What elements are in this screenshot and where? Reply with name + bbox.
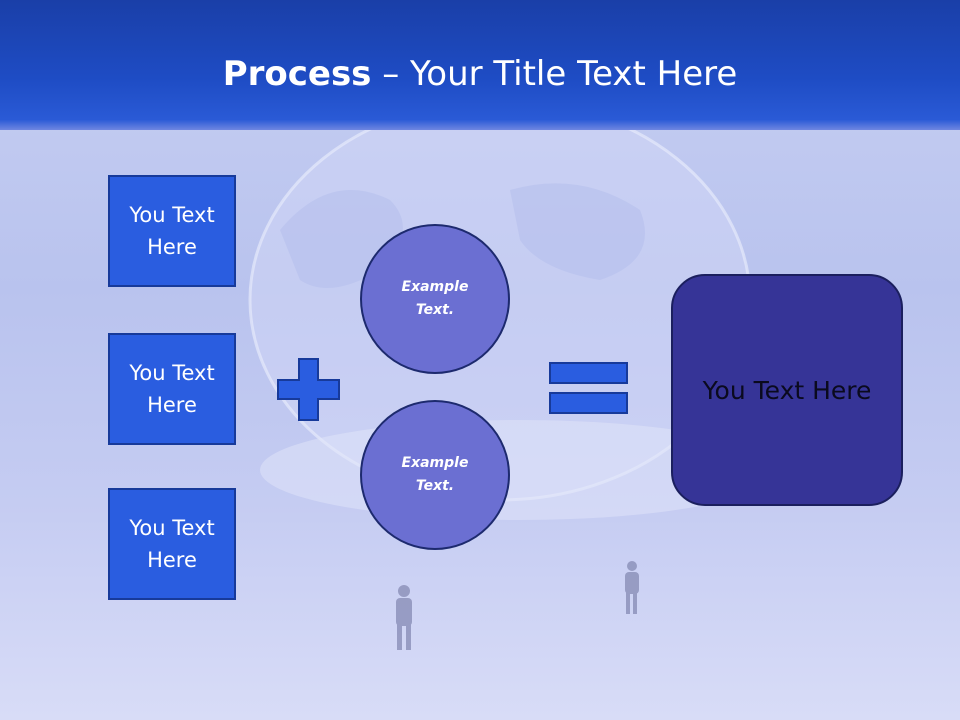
circle-text-line2: Text.: [415, 478, 455, 494]
result-label: You Text Here: [702, 375, 872, 405]
circle-text-line1: Example: [401, 279, 469, 295]
equals-icon: [549, 362, 628, 414]
input-box-label: You Text Here: [129, 361, 215, 417]
title-bold-part: Process: [222, 54, 372, 94]
input-box-label: You Text Here: [129, 203, 215, 259]
slide-title: Process – Your Title Text Here: [0, 52, 960, 96]
input-box-1[interactable]: You Text Here: [108, 175, 236, 287]
circle-text-line2: Text.: [415, 302, 455, 318]
input-box-label: You Text Here: [129, 516, 215, 572]
input-box-2[interactable]: You Text Here: [108, 333, 236, 445]
plus-icon: [277, 358, 340, 421]
title-rest-part: – Your Title Text Here: [371, 54, 738, 94]
result-box[interactable]: You Text Here: [671, 274, 903, 506]
input-box-3[interactable]: You Text Here: [108, 488, 236, 600]
circle-text-line1: Example: [401, 455, 469, 471]
title-bar: [0, 0, 960, 130]
